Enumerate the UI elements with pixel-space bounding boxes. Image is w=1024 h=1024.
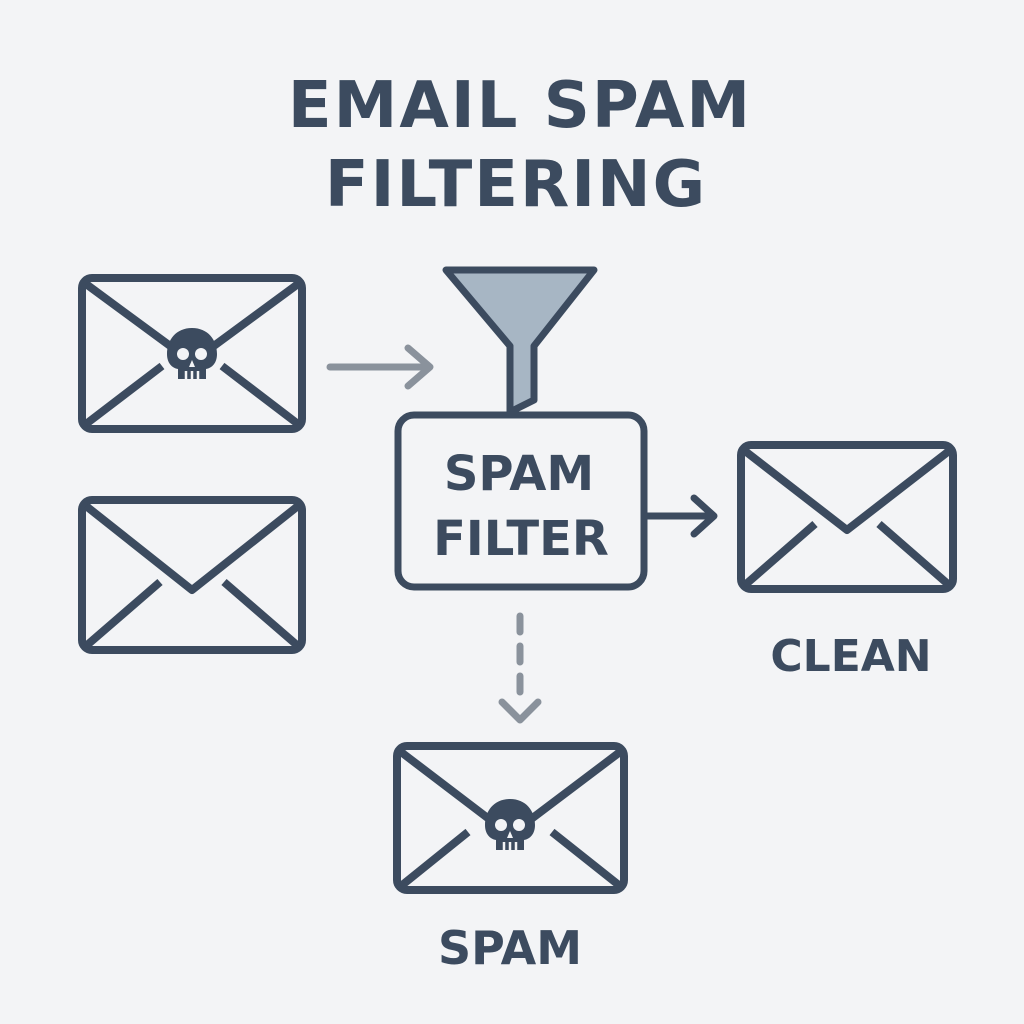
spam-filter-label-line2: FILTER [433,511,609,567]
input-spam-email-icon [78,274,306,433]
spam-output-email-icon [393,742,628,894]
clean-label: CLEAN [770,631,931,682]
arrow-to-filter-icon [326,344,434,390]
skull-icon [165,326,219,381]
spam-label: SPAM [438,921,582,975]
spam-filter-label-line1: SPAM [444,446,594,502]
input-clean-email-icon [78,496,306,654]
diagram-title-line1: EMAIL SPAM [288,69,752,143]
skull-icon [483,797,537,852]
spam-filter-box: SPAM FILTER [394,411,648,591]
arrow-to-clean-icon [642,494,718,538]
arrow-to-spam-icon [498,612,542,724]
diagram-title-line2: FILTERING [325,148,707,222]
funnel-icon [442,266,598,416]
clean-output-email-icon [737,441,957,593]
